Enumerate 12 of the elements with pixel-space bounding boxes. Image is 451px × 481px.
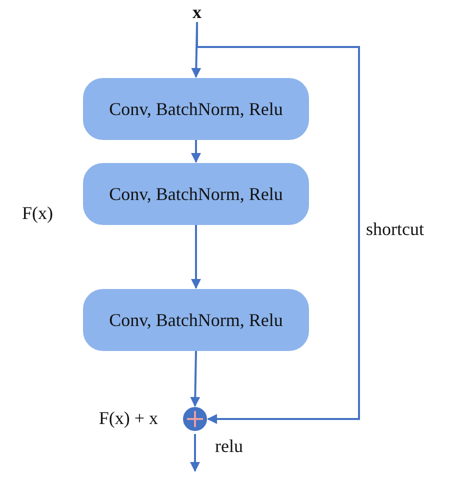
sum-circle: [183, 407, 207, 431]
layer-box: Conv, BatchNorm, Relu: [83, 289, 309, 351]
arrow: [190, 350, 200, 407]
input-label: x: [187, 2, 207, 22]
arrow: [196, 22, 360, 424]
arrow: [191, 140, 201, 163]
arrow: [191, 225, 201, 289]
layer-box: Conv, BatchNorm, Relu: [83, 78, 309, 140]
layer-box: Conv, BatchNorm, Relu: [83, 163, 309, 225]
sum-label: F(x) + x: [98, 408, 158, 429]
arrow: [190, 434, 200, 472]
block-label: F(x): [22, 203, 53, 224]
